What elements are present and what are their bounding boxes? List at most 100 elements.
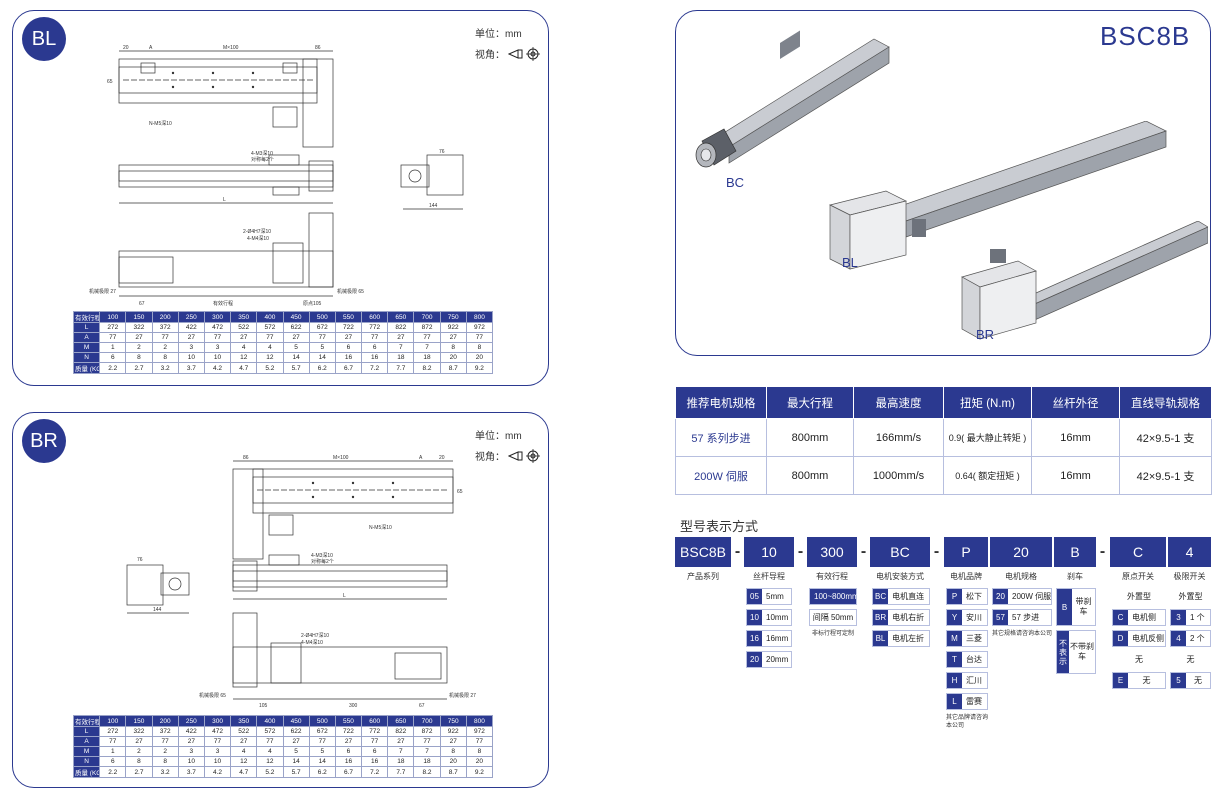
spec-cell: 972 (465, 322, 494, 333)
model-dash: - (1099, 543, 1106, 560)
brand-option-key: P (947, 589, 962, 604)
rec-header-row: 推荐电机规格最大行程最高速度扭矩 (N.m)丝杆外径直线导轨规格 (675, 386, 1212, 419)
spec-cell: 4.2 (203, 766, 232, 778)
spec-cell: 27 (387, 332, 415, 343)
spec-row-label: M (72, 342, 101, 353)
spec-header-cell: 200 (151, 311, 179, 323)
spec-header-cell: 800 (465, 715, 494, 727)
origin-head: 外置型 (1127, 592, 1151, 601)
spec-cell: 27 (282, 332, 310, 343)
brand-note: 其它品牌请咨询本公司 (946, 715, 989, 729)
limit-option-text: 2 个 (1190, 634, 1205, 643)
spec-cell: 27 (334, 736, 363, 747)
spec-row-label: A (72, 332, 101, 343)
product-label-bc: BC (726, 175, 745, 190)
model-code-spec: 20 (990, 537, 1052, 567)
spec-cell: 77 (256, 736, 284, 747)
spec-header-cell: 200 (151, 715, 179, 727)
rec-header-cell: 扭矩 (N.m) (943, 386, 1032, 419)
bl-dim-stroke: 有效行程 (213, 300, 233, 307)
brand-option-text: 三菱 (966, 634, 982, 643)
spec-cell: 672 (308, 726, 336, 737)
spec-header-cell: 150 (125, 311, 153, 323)
origin-option-text: 电机反侧 (1132, 634, 1164, 643)
model-code-limit: 4 (1168, 537, 1211, 567)
product-render-bl (828, 121, 1167, 270)
spec-cell: 27 (230, 736, 258, 747)
spec-cell: 16 (361, 352, 389, 363)
spec-header-cell: 600 (361, 311, 389, 323)
spec-cell: 8.2 (413, 766, 441, 778)
brake-with: B 带刹车 (1056, 588, 1096, 626)
spec-row-label: N (72, 756, 101, 767)
lead-option-key: 16 (747, 631, 762, 646)
spec-cell: 5.7 (282, 766, 310, 778)
model-dash: - (797, 543, 804, 560)
spec-header-cell: 700 (413, 715, 441, 727)
spec-cell: 3.7 (177, 362, 205, 374)
brand-option-text: 松下 (966, 592, 982, 601)
limit-head: 外置型 (1178, 592, 1203, 601)
model-code-lead: 10 (744, 537, 794, 567)
mount-option-text: 电机右折 (892, 613, 925, 622)
model-code-brake: B (1054, 537, 1096, 567)
spec-cell: 20 (439, 352, 467, 363)
br-dim-300: 300 (349, 703, 358, 709)
spec-cell: 472 (203, 726, 232, 737)
br-view-text: 视角： (475, 452, 505, 463)
spec-cell: 422 (177, 726, 205, 737)
spec-cell: 27 (125, 332, 153, 343)
label-origin: 原点开关 (1122, 572, 1154, 581)
rec-header-cell: 最高速度 (853, 386, 944, 419)
spec-cell: 27 (334, 332, 363, 343)
rec-header-cell: 丝杆外径 (1031, 386, 1120, 419)
spec-cell: 27 (282, 736, 310, 747)
spec-row-label: 质量 (KG) 不含电机 (72, 766, 101, 778)
spec-cell: 20 (465, 352, 494, 363)
spec-note: 其它规格请咨询本公司 (992, 631, 1053, 637)
model-code-brand: P (944, 537, 988, 567)
lead-option-key: 10 (747, 610, 762, 625)
spec-row-label: L (72, 726, 101, 737)
label-stroke: 有效行程 (816, 572, 848, 581)
spec-header-cell: 300 (203, 715, 232, 727)
product-render-br (961, 221, 1208, 340)
spec-cell: 3.2 (151, 766, 179, 778)
rec-cell: 16mm (1031, 418, 1120, 457)
spec-cell: 1 (99, 746, 127, 757)
spec-cell: 6.7 (334, 766, 363, 778)
spec-cell: 18 (387, 756, 415, 767)
spec-cell: 3.2 (151, 362, 179, 374)
brand-option-key: H (947, 673, 962, 688)
spec-row-label: 质量 (KG) 不含电机 (72, 362, 101, 374)
stroke-note: 非标行程可定制 (811, 631, 854, 637)
spec-cell: 8 (439, 746, 467, 757)
spec-cell: 77 (203, 736, 232, 747)
spec-cell: 772 (361, 726, 389, 737)
spec-header-cell: 550 (334, 715, 363, 727)
model-title: 型号表示方式 (680, 519, 759, 534)
br-dim-mech27: 机械极限 27 (449, 692, 476, 699)
table-row: 质量 (KG) 不含电机2.22.73.23.74.24.75.25.76.26… (72, 362, 494, 374)
spec-header-cell: 600 (361, 715, 389, 727)
spec-header-cell: 150 (125, 715, 153, 727)
spec-cell: 4.7 (230, 766, 258, 778)
spec-cell: 7 (387, 746, 415, 757)
spec-header-cell: 350 (230, 311, 258, 323)
brand-option-key: M (947, 631, 962, 646)
limit-none: 无 (1186, 655, 1195, 664)
spec-cell: 622 (282, 726, 310, 737)
spec-cell: 372 (151, 322, 179, 333)
br-dim-144: 144 (153, 607, 162, 613)
spec-row-label: L (72, 322, 101, 333)
